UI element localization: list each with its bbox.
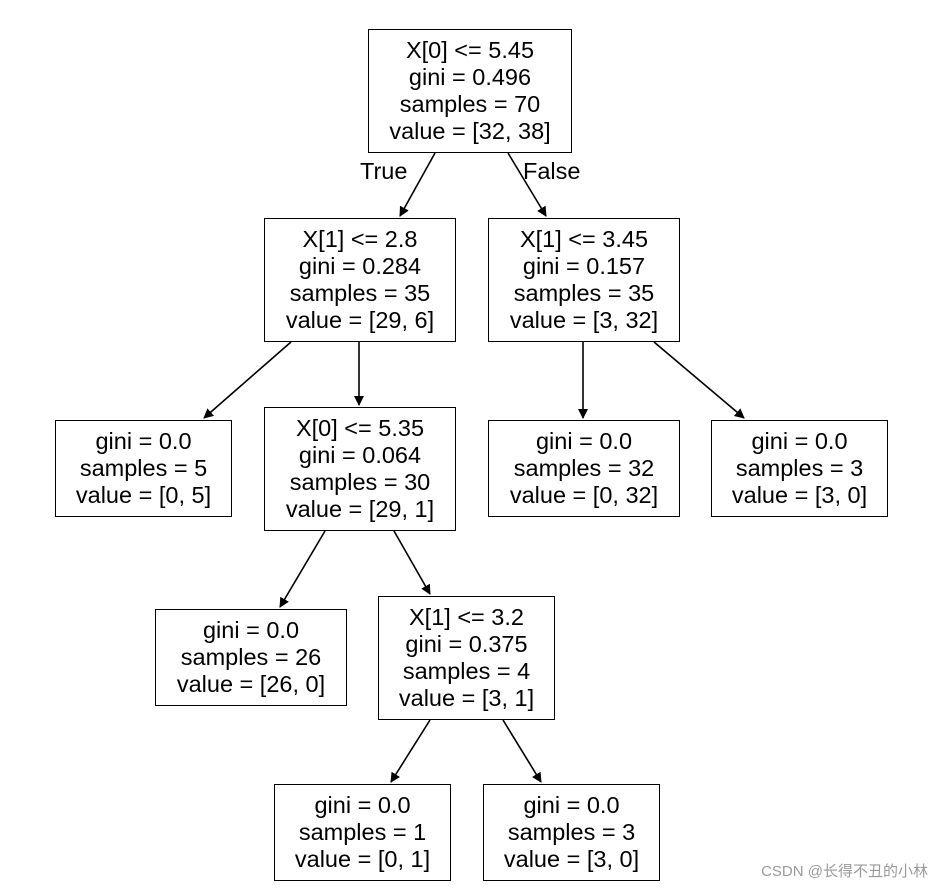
node-text-line: samples = 35 <box>513 280 655 306</box>
node-text-line: value = [0, 32] <box>509 482 659 508</box>
node-text-line: samples = 30 <box>289 469 431 495</box>
edge-arrow-n8-n9 <box>390 719 431 783</box>
node-text-line: samples = 5 <box>79 455 208 481</box>
node-text-line: value = [3, 1] <box>398 685 535 711</box>
node-text-line: X[0] <= 5.35 <box>295 415 425 441</box>
node-text-line: gini = 0.0 <box>535 428 633 454</box>
node-text-line: value = [3, 0] <box>731 482 868 508</box>
watermark-text: CSDN @长得不丑的小林 <box>761 863 928 880</box>
node-text-line: samples = 70 <box>399 91 541 117</box>
node-text-line: value = [3, 0] <box>503 846 640 872</box>
node-text-line: gini = 0.496 <box>408 64 532 90</box>
node-text-line: X[1] <= 3.2 <box>409 604 524 630</box>
edge-label-true: True <box>360 158 408 184</box>
node-text-line: value = [26, 0] <box>176 671 326 697</box>
node-text-line: gini = 0.375 <box>405 631 528 657</box>
edge-arrow-n0-n2 <box>507 152 547 217</box>
node-text-line: samples = 26 <box>180 644 322 670</box>
node-text-line: gini = 0.0 <box>95 428 192 454</box>
edge-arrow-n2-n6 <box>653 341 745 419</box>
node-text-line: value = [0, 5] <box>75 482 212 508</box>
node-text-line: gini = 0.064 <box>298 442 422 468</box>
node-text-line: gini = 0.157 <box>522 253 646 279</box>
node-text-line: gini = 0.0 <box>523 792 620 818</box>
edge-arrow-n4-n8 <box>393 530 431 595</box>
edge-arrow-n8-n10 <box>502 719 542 783</box>
node-text-line: value = [29, 1] <box>285 496 435 522</box>
node-text-line: samples = 4 <box>402 658 531 684</box>
node-text-line: gini = 0.284 <box>298 253 422 279</box>
node-text-line: value = [29, 6] <box>285 307 435 333</box>
node-text-line: X[1] <= 3.45 <box>519 226 649 252</box>
node-text-line: gini = 0.0 <box>202 617 300 643</box>
node-text-line: samples = 35 <box>289 280 431 306</box>
node-text-line: samples = 3 <box>735 455 864 481</box>
node-text-line: value = [32, 38] <box>389 118 551 144</box>
node-text-line: X[0] <= 5.45 <box>405 37 535 63</box>
node-text-line: samples = 32 <box>513 455 655 481</box>
node-text-line: value = [3, 32] <box>509 307 659 333</box>
node-text-line: samples = 3 <box>507 819 636 845</box>
node-text-line: samples = 1 <box>298 819 427 845</box>
node-text-line: value = [0, 1] <box>294 846 431 872</box>
edge-label-false: False <box>523 158 581 184</box>
node-text-line: X[1] <= 2.8 <box>302 226 418 252</box>
node-text-line: gini = 0.0 <box>314 792 411 818</box>
node-text-line: gini = 0.0 <box>751 428 848 454</box>
edge-arrow-n1-n3 <box>203 341 292 419</box>
edge-arrow-n0-n1 <box>399 152 436 217</box>
edge-arrow-n4-n7 <box>279 530 326 608</box>
